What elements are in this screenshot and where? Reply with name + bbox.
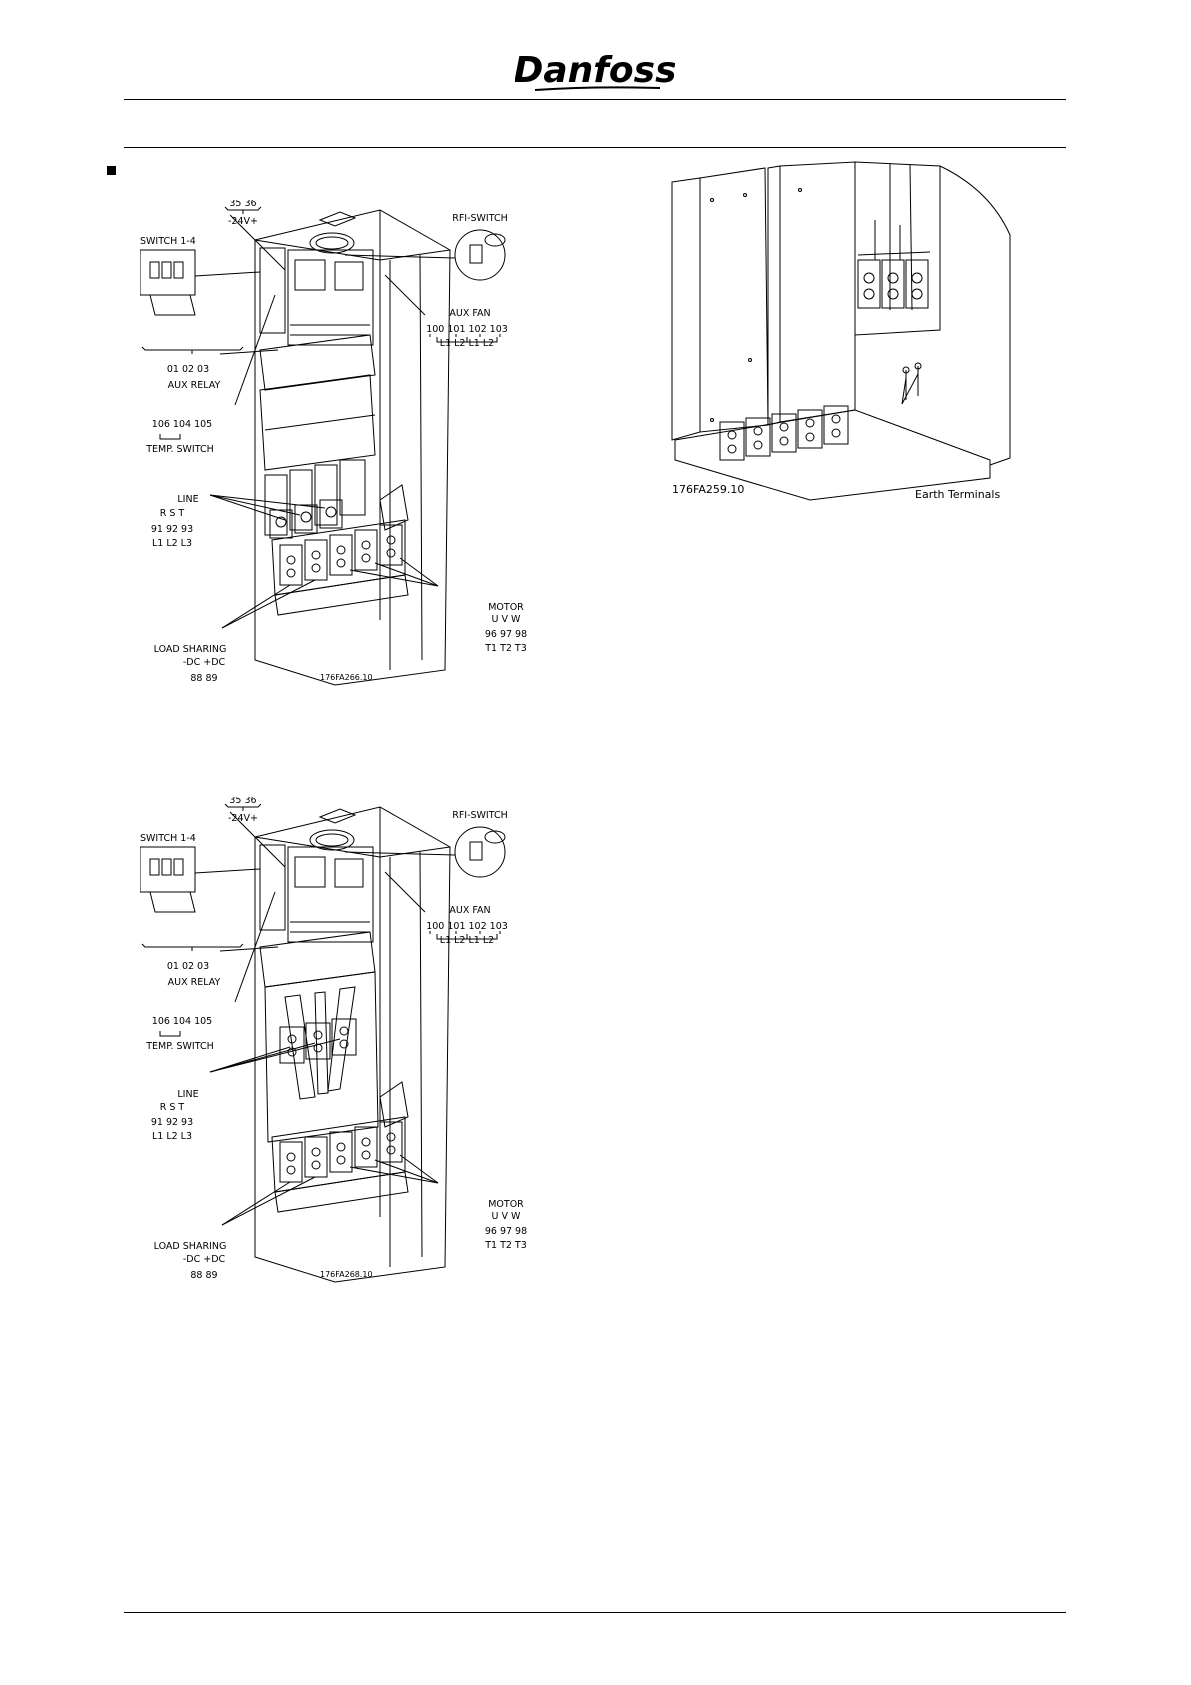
earth-terminal-view: 176FA259.10 Earth Terminals — [671, 161, 1011, 501]
temp-switch-label: TEMP. SWITCH — [145, 444, 214, 455]
line-label: LINE — [177, 494, 198, 505]
aux-fan-phases: L1 L2 L1 L2 — [440, 935, 494, 946]
load-dc-label: -DC +DC — [183, 1254, 226, 1265]
line-terms: 91 92 93 — [151, 1117, 193, 1128]
aux-relay-terms: 01 02 03 — [167, 364, 209, 375]
footer-rule — [124, 1612, 1066, 1613]
motor-uvw: U V W — [492, 614, 521, 625]
header-rule-top — [124, 99, 1066, 100]
line-phases: L1 L2 L3 — [152, 538, 192, 549]
line-terms: 91 92 93 — [151, 524, 193, 535]
header-rule-bottom — [124, 147, 1066, 148]
wiring-diagram-2: 35 36 -24V+ SWITCH 1-4 RFI-SWITCH AUX FA… — [140, 797, 527, 1283]
motor-label: MOTOR — [488, 1199, 524, 1210]
load-dc-label: -DC +DC — [183, 657, 226, 668]
load-sharing-label: LOAD SHARING — [154, 644, 227, 655]
temp-switch-label: TEMP. SWITCH — [145, 1041, 214, 1052]
aux-relay-terms: 01 02 03 — [167, 961, 209, 972]
dc-supply-label: -24V+ — [228, 813, 258, 824]
aux-relay-label: AUX RELAY — [168, 380, 221, 391]
line-rst: R S T — [160, 508, 185, 519]
aux-relay-label: AUX RELAY — [168, 977, 221, 988]
line-rst: R S T — [160, 1102, 185, 1113]
aux-fan-terms: 100 101 102 103 — [426, 324, 508, 335]
aux-fan-label: AUX FAN — [449, 308, 490, 319]
motor-phases: T1 T2 T3 — [484, 1240, 527, 1251]
temp-switch-terms: 106 104 105 — [152, 419, 212, 430]
earth-view-code: 176FA259.10 — [672, 483, 744, 496]
dc-supply-label: -24V+ — [228, 216, 258, 227]
switch-label: SWITCH 1-4 — [140, 833, 196, 844]
motor-label: MOTOR — [488, 602, 524, 613]
logo-text: Danfoss — [515, 50, 675, 91]
dc-supply-terms: 35 36 — [229, 200, 256, 209]
line-phases: L1 L2 L3 — [152, 1131, 192, 1142]
aux-fan-phases: L1 L2 L1 L2 — [440, 338, 494, 349]
motor-uvw: U V W — [492, 1211, 521, 1222]
motor-terms: 96 97 98 — [485, 1226, 527, 1237]
rfi-switch-label: RFI-SWITCH — [452, 213, 508, 224]
aux-fan-label: AUX FAN — [449, 905, 490, 916]
dc-supply-terms: 35 36 — [229, 797, 256, 806]
load-terms: 88 89 — [190, 673, 217, 684]
drawing-code: 176FA268.10 — [320, 1270, 373, 1279]
line-label: LINE — [177, 1089, 198, 1100]
temp-switch-terms: 106 104 105 — [152, 1016, 212, 1027]
aux-fan-terms: 100 101 102 103 — [426, 921, 508, 932]
motor-terms: 96 97 98 — [485, 629, 527, 640]
load-sharing-label: LOAD SHARING — [154, 1241, 227, 1252]
rfi-switch-label: RFI-SWITCH — [452, 810, 508, 821]
drawing-code: 176FA266.10 — [320, 673, 373, 682]
section-bullet — [107, 166, 116, 175]
switch-label: SWITCH 1-4 — [140, 236, 196, 247]
danfoss-logo: Danfoss — [515, 50, 675, 91]
earth-terminals-label: Earth Terminals — [915, 488, 1000, 501]
motor-phases: T1 T2 T3 — [484, 643, 527, 654]
wiring-diagram-1: 35 36 -24V+ SWITCH 1-4 RFI-SWITCH AUX FA… — [140, 200, 527, 686]
load-terms: 88 89 — [190, 1270, 217, 1281]
